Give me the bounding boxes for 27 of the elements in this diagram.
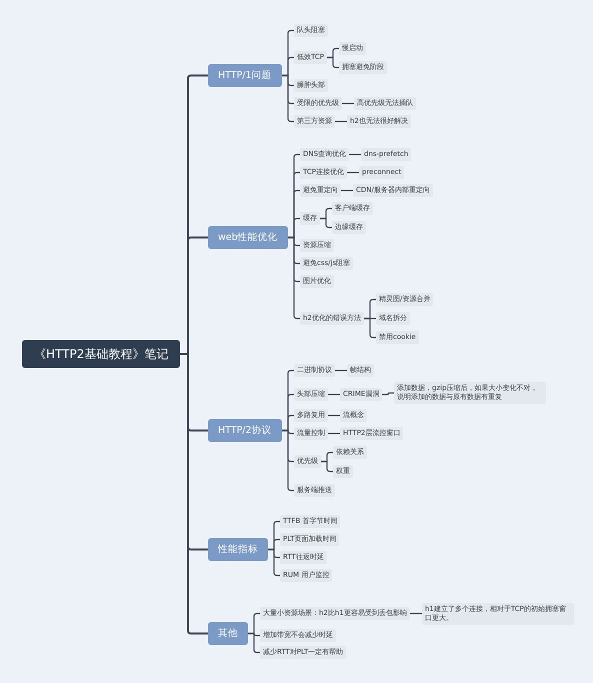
branch-topic-box: 性能指标: [208, 538, 268, 560]
connector-line: [341, 190, 353, 192]
connector-line: [248, 632, 260, 654]
connector-line: [320, 218, 332, 228]
root-topic-box: 《HTTP2基础教程》笔记: [22, 340, 180, 368]
branch-topic-box: 其他: [208, 622, 248, 644]
connector-line: [364, 318, 376, 338]
connector-line: [342, 102, 354, 104]
connector-line: [268, 548, 280, 576]
connector-line: [288, 236, 300, 320]
branch-topic-box: HTTP/2协议: [208, 418, 282, 442]
connector-line: [180, 353, 208, 634]
connector-line: [382, 392, 394, 396]
connector-line: [282, 430, 294, 492]
connector-line: [410, 612, 422, 614]
connector-line: [347, 172, 359, 174]
connector-line: [335, 370, 347, 372]
connector-line: [328, 432, 340, 434]
connector-line: [335, 120, 347, 122]
connector-line: [328, 394, 340, 396]
connector-line: [321, 460, 333, 472]
connector-line: [327, 56, 339, 68]
branch-topic-box: HTTP/1问题: [208, 64, 282, 86]
branch-topic-box: web性能优化: [208, 226, 288, 248]
connector-line: [282, 74, 294, 122]
connector-line: [328, 414, 340, 416]
connector-line: [349, 154, 361, 156]
